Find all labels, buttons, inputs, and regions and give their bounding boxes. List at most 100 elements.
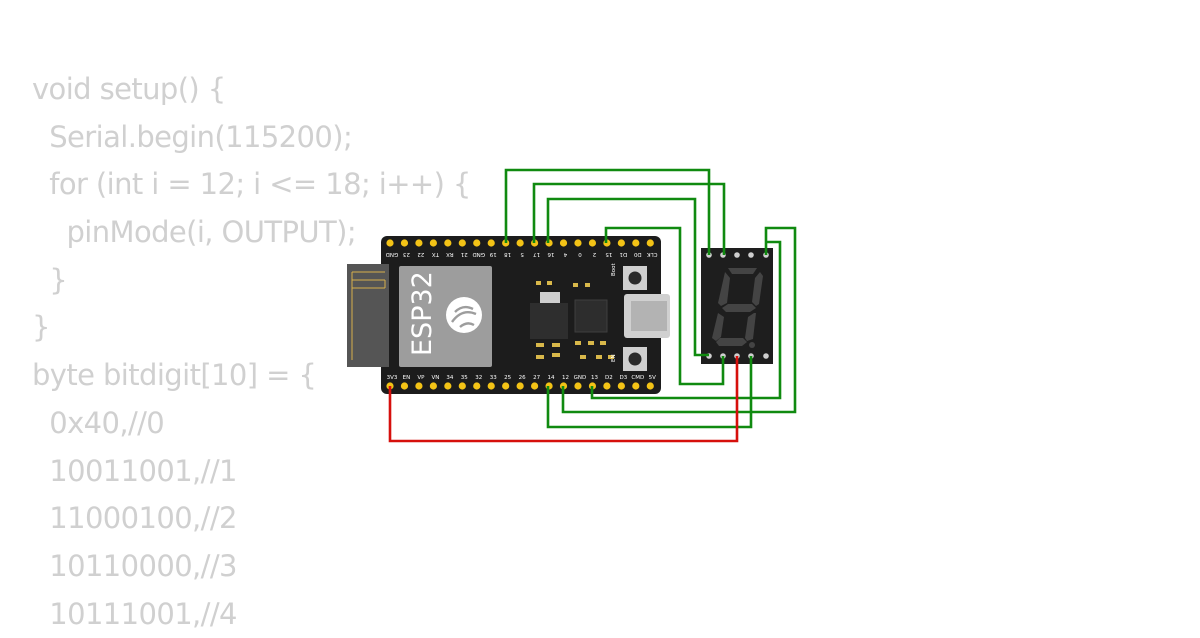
- pin-d0[interactable]: [632, 239, 640, 247]
- pin-label: 0: [578, 251, 582, 257]
- pin-label: GND: [386, 251, 399, 257]
- pin-label: VN: [431, 375, 439, 381]
- wire-14-g: [546, 356, 753, 429]
- pin-gnd[interactable]: [473, 239, 481, 247]
- wires: [388, 168, 797, 443]
- pin-label: 34: [446, 375, 453, 381]
- usb-uart-chip: [574, 299, 608, 333]
- pin-vn[interactable]: [429, 382, 437, 390]
- pin-23[interactable]: [400, 239, 409, 247]
- wire-3v3-common: [388, 356, 739, 443]
- pin-label: 15: [605, 251, 612, 257]
- pin-34[interactable]: [444, 382, 452, 390]
- code-line[interactable]: }: [32, 310, 50, 345]
- pin-2[interactable]: [588, 239, 597, 247]
- code-line[interactable]: 10110000,//3: [32, 548, 237, 583]
- pin-label: TX: [432, 251, 440, 257]
- display-segments: [712, 268, 763, 348]
- display-pin[interactable]: [763, 353, 769, 359]
- esp32-module: [399, 266, 492, 367]
- code-line[interactable]: 0x40,//0: [32, 405, 165, 440]
- pin-label: 22: [417, 251, 424, 257]
- antenna-trace: [351, 271, 386, 360]
- regulator-tab: [540, 292, 560, 303]
- pin-19[interactable]: [487, 239, 495, 247]
- smd-components: [536, 281, 614, 359]
- code-line[interactable]: 11000100,//2: [32, 501, 237, 536]
- wire-13-d: [590, 240, 782, 400]
- pin-label: GND: [574, 375, 587, 381]
- display-pin[interactable]: [748, 252, 754, 258]
- pin-label: 23: [402, 251, 409, 257]
- wire-16-f: [546, 197, 709, 357]
- pin-label: D3: [619, 375, 627, 381]
- pin-label: CMD: [631, 375, 644, 381]
- pin-label: VP: [417, 375, 425, 381]
- pin-label: 5V: [649, 375, 656, 381]
- usb-port-inner: [631, 301, 667, 331]
- code-editor[interactable]: void setup() { Serial.begin(115200); for…: [32, 66, 471, 638]
- pin-cmd[interactable]: [632, 382, 640, 390]
- pin-label: 17: [533, 251, 540, 257]
- pin-25[interactable]: [502, 382, 510, 390]
- pin-label: 21: [461, 251, 468, 257]
- pin-label: 5: [520, 251, 524, 257]
- wire-18-a: [504, 168, 711, 255]
- pin-label: 12: [562, 375, 569, 381]
- pin-26[interactable]: [516, 382, 524, 390]
- pin-label: EN: [403, 375, 411, 381]
- pin-label: 32: [475, 375, 482, 381]
- code-line[interactable]: byte bitdigit[10] = {: [32, 358, 317, 393]
- pin-label: 35: [461, 375, 468, 381]
- boot-button-cap: [628, 271, 642, 285]
- pin-label: 33: [490, 375, 497, 381]
- pin-label: 4: [563, 251, 567, 257]
- pin-label: 27: [533, 375, 540, 381]
- code-line[interactable]: 10111001,//4: [32, 596, 237, 631]
- pin-gnd[interactable]: [574, 382, 582, 390]
- code-line[interactable]: }: [32, 262, 68, 297]
- pin-label: GND: [472, 251, 485, 257]
- boot-label: Boot: [611, 262, 617, 276]
- code-line[interactable]: void setup() {: [32, 72, 226, 106]
- pin-label: 14: [548, 375, 555, 381]
- code-line[interactable]: Serial.begin(115200);: [32, 119, 353, 154]
- pin-0[interactable]: [574, 239, 582, 247]
- code-line[interactable]: pinMode(i, OUTPUT);: [32, 215, 357, 250]
- pin-27[interactable]: [531, 382, 539, 390]
- pin-22[interactable]: [415, 239, 423, 247]
- pin-d3[interactable]: [617, 382, 625, 390]
- pin-d2[interactable]: [603, 382, 611, 390]
- pin-label: 13: [591, 375, 598, 381]
- pin-label: 18: [504, 251, 511, 257]
- seven-segment-display[interactable]: [701, 248, 773, 364]
- pin-5[interactable]: [516, 239, 524, 247]
- pin-21[interactable]: [458, 239, 466, 247]
- pin-rx[interactable]: [444, 239, 452, 247]
- pin-vp[interactable]: [415, 382, 423, 390]
- pin-label: 3V3: [387, 375, 398, 381]
- pin-d1[interactable]: [617, 239, 625, 247]
- pin-label: 16: [547, 251, 554, 257]
- pin-label: CLK: [647, 251, 658, 257]
- pin-clk[interactable]: [646, 239, 654, 247]
- pin-32[interactable]: [473, 382, 481, 390]
- pin-5v[interactable]: [646, 382, 654, 390]
- pin-label: D0: [633, 251, 641, 257]
- pin-label: D1: [619, 251, 627, 257]
- pin-label: D2: [605, 375, 613, 381]
- pin-33[interactable]: [487, 382, 495, 390]
- pin-gnd[interactable]: [386, 239, 394, 247]
- antenna: [347, 264, 389, 367]
- code-line[interactable]: for (int i = 12; i <= 18; i++) {: [32, 167, 471, 202]
- pin-tx[interactable]: [429, 239, 437, 247]
- pin-en[interactable]: [400, 382, 409, 390]
- en-label: EN: [611, 354, 617, 362]
- pin-label: 2: [593, 251, 597, 257]
- code-line[interactable]: 10011001,//1: [32, 453, 237, 488]
- pin-4[interactable]: [559, 239, 568, 247]
- pin-35[interactable]: [458, 382, 466, 390]
- display-pin[interactable]: [734, 252, 740, 258]
